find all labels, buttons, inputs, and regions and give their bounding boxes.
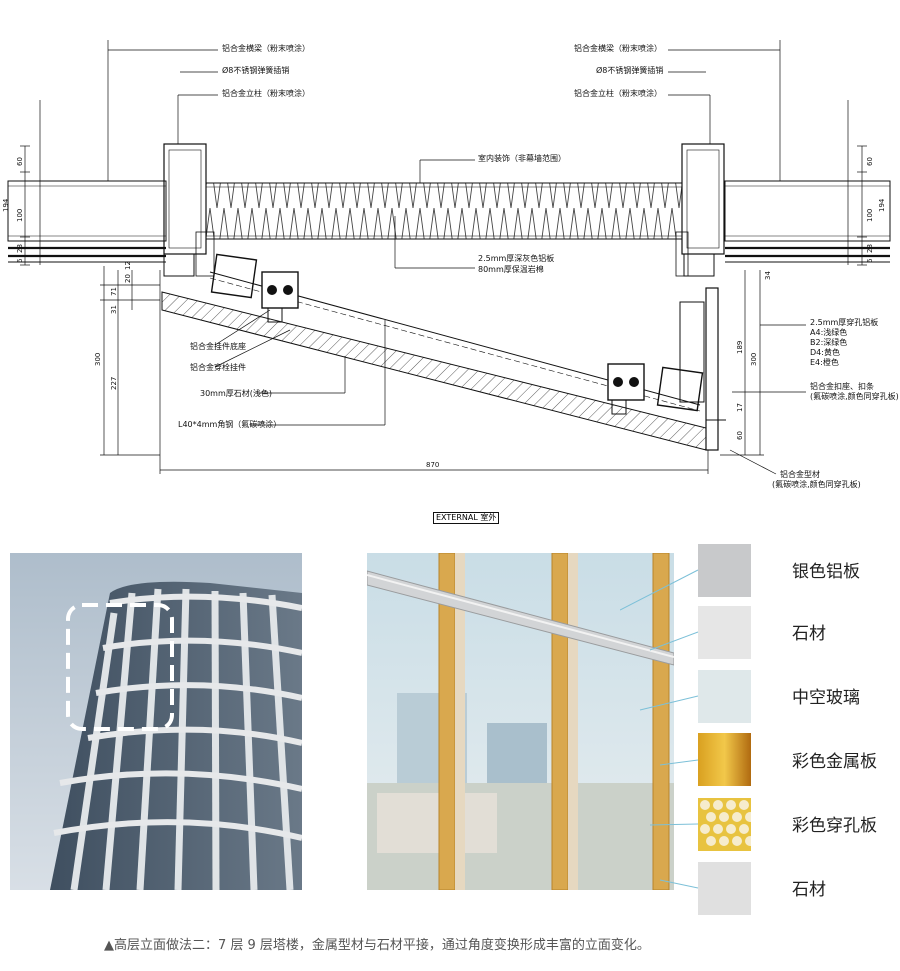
label-pin-right: Ø8不锈钢弹簧插销 xyxy=(596,66,664,75)
dim-left-194: 194 xyxy=(2,198,10,212)
label-beam-left: 铝合金横梁（粉末喷涂） xyxy=(222,44,310,53)
building-photo-svg xyxy=(10,553,302,890)
label-bracket-base: 铝合金挂件底座 xyxy=(190,342,246,351)
external-label: EXTERNAL 室外 xyxy=(433,512,500,524)
dim-right-300: 300 xyxy=(750,352,758,366)
facade-detail-svg xyxy=(367,553,674,890)
label-bolt-bracket: 铝合金穿栓挂件 xyxy=(190,363,246,372)
dim-left-6: 6 xyxy=(16,258,24,263)
material-label-3: 中空玻璃 xyxy=(792,688,860,708)
dim-right-194: 194 xyxy=(878,198,886,212)
section-drawing: 铝合金横梁（粉末喷涂） Ø8不锈钢弹簧插销 铝合金立柱（粉末喷涂） 铝合金横梁（… xyxy=(2,40,899,489)
dim-left-31: 31 xyxy=(110,305,118,314)
dim-left-28: 28 xyxy=(16,244,24,253)
bracket-left xyxy=(210,253,299,323)
label-color-b2: B2:深绿色 xyxy=(810,338,848,347)
dim-right-60: 60 xyxy=(866,157,874,166)
swatch-perforated-panel xyxy=(698,798,751,851)
label-color-a4: A4:浅绿色 xyxy=(810,328,848,337)
dim-lines-left xyxy=(20,40,709,474)
material-label-5: 彩色穿孔板 xyxy=(792,816,877,836)
label-column-right: 铝合金立柱（粉末喷涂） xyxy=(574,89,662,98)
swatch-stone-2 xyxy=(698,862,751,915)
dim-left-60: 60 xyxy=(16,157,24,166)
dim-width-870: 870 xyxy=(426,461,440,469)
swatch-stone xyxy=(698,606,751,659)
dim-right-34: 34 xyxy=(764,271,772,280)
swatch-silver-aluminum xyxy=(698,544,751,597)
dim-left-12: 12 xyxy=(124,261,132,270)
dim-right-28: 28 xyxy=(866,244,874,253)
right-mullion xyxy=(675,143,725,277)
label-angle-steel: L40*4mm角钢（氟碳喷涂） xyxy=(178,420,282,429)
dim-right-189: 189 xyxy=(736,340,744,354)
label-profile: 铝合金型材 xyxy=(780,470,820,479)
dim-left-71: 71 xyxy=(110,287,118,296)
label-color-e4: E4:橙色 xyxy=(810,358,839,367)
left-wall-panel xyxy=(7,180,167,263)
dim-right-6: 6 xyxy=(866,258,874,263)
left-mullion xyxy=(163,143,215,277)
swatch-color-metal xyxy=(698,733,751,786)
label-insulation: 80mm厚保温岩棉 xyxy=(478,265,544,274)
bracket-right xyxy=(607,363,704,415)
label-perforated-panel: 2.5mm厚穿孔铝板 xyxy=(810,318,879,327)
label-profile-note: (氟碳喷涂,颜色同穿孔板) xyxy=(772,480,861,489)
label-pin-left: Ø8不锈钢弹簧插销 xyxy=(222,66,290,75)
perforated-panel xyxy=(679,287,726,451)
label-color-d4: D4:黄色 xyxy=(810,348,840,357)
label-column-left: 铝合金立柱（粉末喷涂） xyxy=(222,89,310,98)
facade-detail-photo xyxy=(367,553,674,890)
dim-left-227: 227 xyxy=(110,376,118,390)
label-beam-right: 铝合金横梁（粉末喷涂） xyxy=(574,44,662,53)
dim-left-20: 20 xyxy=(124,274,132,283)
building-photo xyxy=(10,553,302,890)
highlight-frame xyxy=(66,603,174,731)
figure-caption: ▲高层立面做法二：7 层 9 层塔楼，金属型材与石材平接，通过角度变换形成丰富的… xyxy=(104,938,650,953)
label-stone: 30mm厚石材(浅色) xyxy=(200,389,273,398)
dim-right-60b: 60 xyxy=(736,431,744,440)
dim-left-100: 100 xyxy=(16,208,24,222)
swatch-insulated-glass xyxy=(698,670,751,723)
label-clip-seat: 铝合金扣座、扣条 xyxy=(810,382,874,391)
material-label-6: 石材 xyxy=(792,880,826,900)
leader-lines xyxy=(108,49,806,475)
label-grey-aluminum: 2.5mm厚深灰色铝板 xyxy=(478,254,555,263)
swatch-pointers xyxy=(620,569,699,889)
label-clip-seat-note: (氟碳喷涂,颜色同穿孔板) xyxy=(810,392,899,401)
section-drawing-svg xyxy=(7,40,891,475)
material-label-4: 彩色金属板 xyxy=(792,752,877,772)
dim-right-100: 100 xyxy=(866,208,874,222)
label-interior-finish: 室内装饰（非幕墙范围） xyxy=(478,154,566,163)
dim-right-17: 17 xyxy=(736,403,744,412)
dim-left-300: 300 xyxy=(94,352,102,366)
insulation-panel xyxy=(205,182,683,240)
material-label-1: 银色铝板 xyxy=(792,562,860,582)
dim-lines-right xyxy=(709,40,867,456)
material-label-2: 石材 xyxy=(792,624,826,644)
